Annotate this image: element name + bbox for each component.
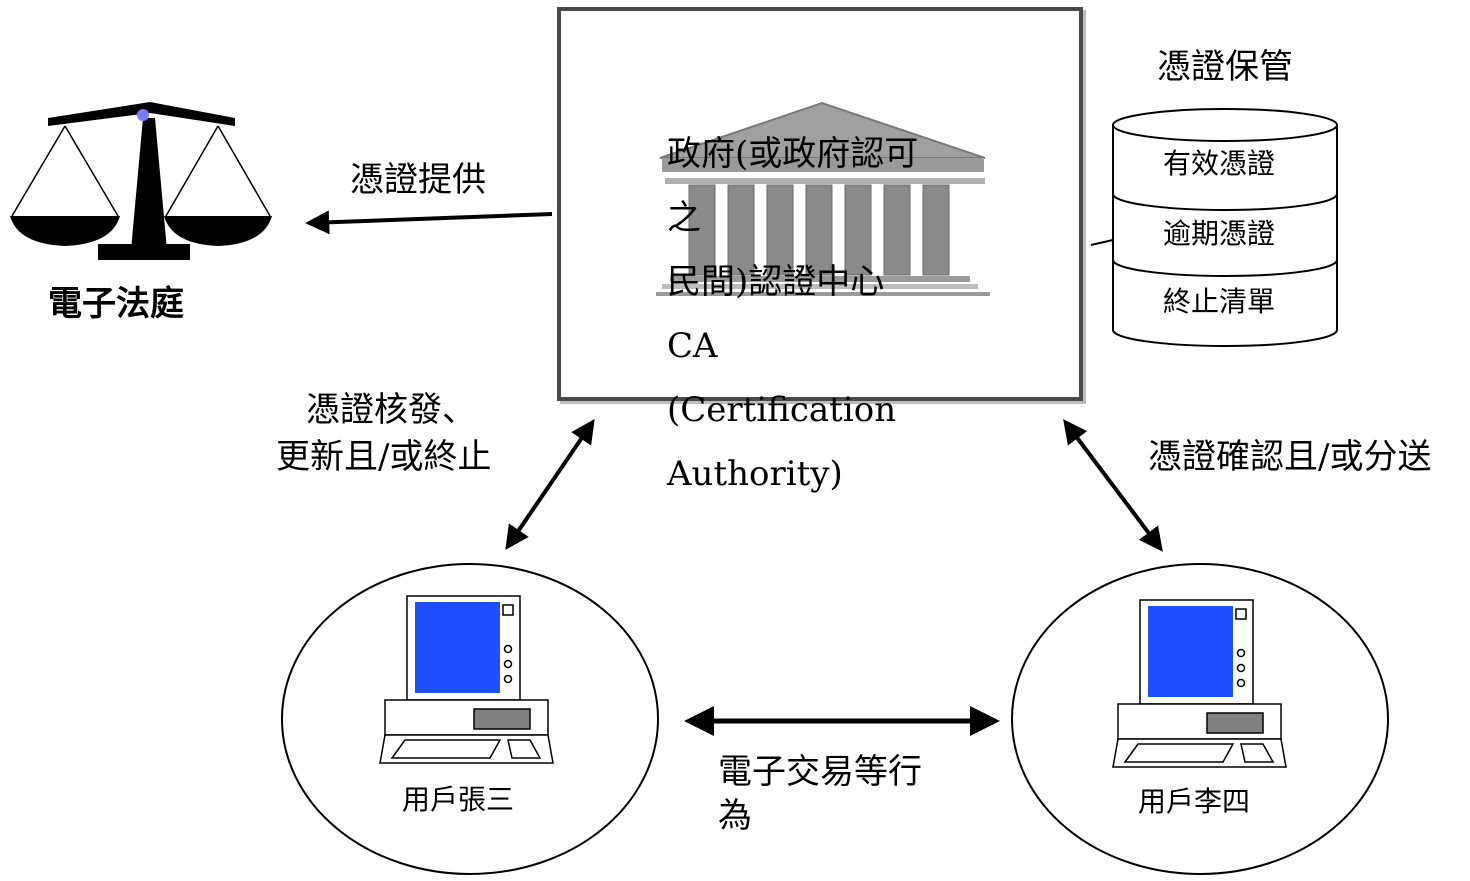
confirm-arrow: [1063, 419, 1163, 552]
confirm-label: 憑證確認且/或分送: [1148, 437, 1432, 477]
provide-arrow: [305, 210, 553, 235]
transaction-label-line: 為: [718, 796, 752, 836]
ca-name-line: 政府(或政府認可: [667, 134, 919, 174]
computer-icon: [379, 595, 554, 764]
issue-label-line: 憑證核發、: [306, 390, 476, 430]
ca-name-line: CA: [667, 326, 718, 366]
transaction-label-line: 電子交易等行: [718, 752, 922, 792]
storage-title: 憑證保管: [1157, 47, 1293, 87]
storage-connector: [1090, 239, 1114, 246]
user-right-label: 用戶李四: [1138, 785, 1251, 818]
computer-icon: [1112, 599, 1287, 768]
issue-arrow: [505, 419, 595, 550]
ca-name: 政府(或政府認可 之 民間)認證中心 CA (Certification Aut…: [667, 122, 967, 506]
database-icon: [1112, 108, 1338, 347]
temple-icon: [656, 101, 990, 296]
scale-icon: [10, 102, 272, 260]
storage-row-expired: 逾期憑證: [1163, 217, 1276, 250]
court-label: 電子法庭: [48, 284, 184, 324]
user-left-label: 用戶張三: [402, 783, 515, 816]
user-left-circle: [281, 563, 659, 875]
provide-label: 憑證提供: [350, 160, 486, 200]
storage-row-revoked: 終止清單: [1163, 285, 1276, 318]
ca-name-line: (Certification: [667, 390, 897, 430]
storage-row-valid: 有效憑證: [1163, 147, 1276, 180]
ca-box: [557, 7, 1083, 401]
ca-name-line: 民間)認證中心: [667, 262, 885, 302]
ca-name-line: 之: [667, 198, 701, 238]
ca-name-line: Authority): [667, 454, 843, 494]
issue-label-line: 更新且/或終止: [276, 437, 492, 477]
user-right-circle: [1011, 563, 1389, 875]
